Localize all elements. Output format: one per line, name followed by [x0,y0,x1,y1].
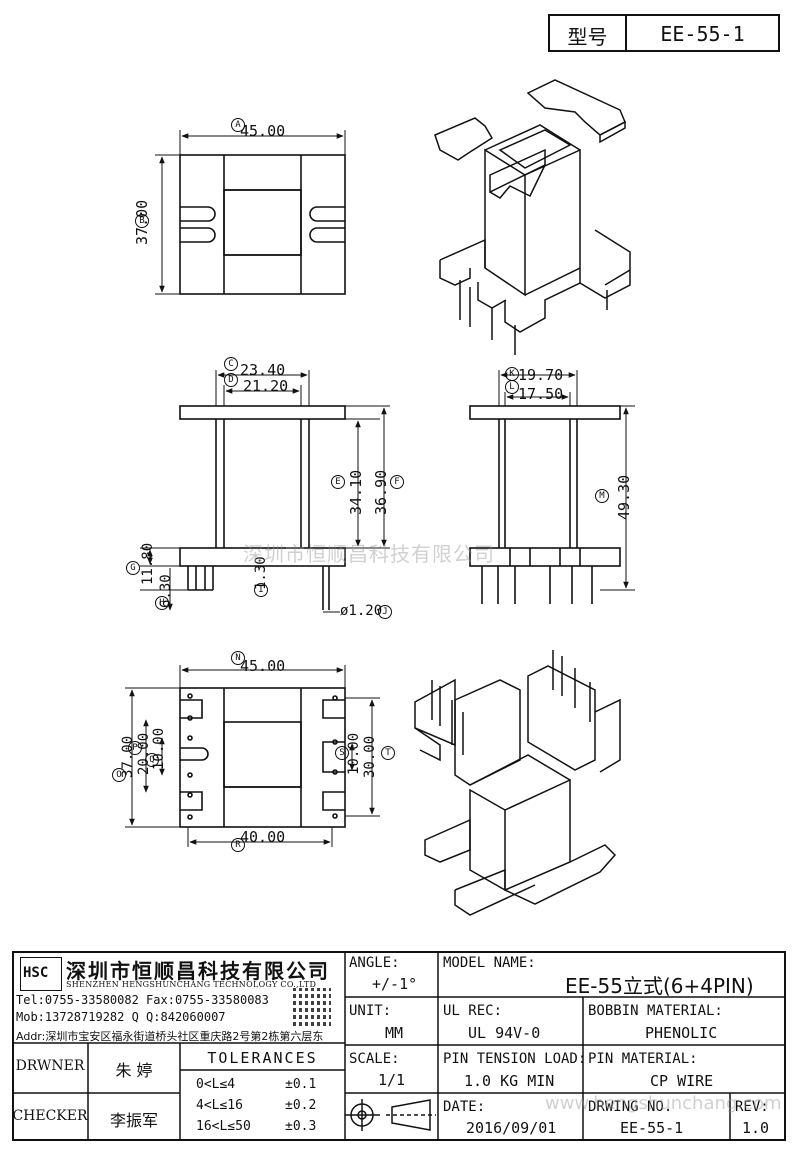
watermark-center: 深圳市恒顺昌科技有限公司 [243,542,495,566]
drawing-no-value: EE-55-1 [620,1119,684,1137]
company-mob: Mob:13728719282 Q Q:842060007 [16,1010,226,1024]
drawing-no-label: DRWING NO. [588,1099,673,1115]
ul-rec-label: UL REC: [443,1003,503,1019]
tolerance-value: ±0.2 [285,1098,317,1113]
dimension-letter-r: R [231,838,245,852]
pin-tension-value: 1.0 KG MIN [464,1072,555,1090]
dimension-letter-e: E [331,475,345,489]
model-name-label: MODEL NAME: [443,955,536,971]
dimension-letter-a: A [231,118,245,132]
model-name-value: EE-55立式(6+4PIN) [565,974,754,998]
qr-code-icon [293,988,331,1026]
drwner-label: DRWNER [15,1058,85,1074]
isometric-view-top [434,79,631,355]
dimension-letter-f: F [390,475,404,489]
pin-material-label: PIN MATERIAL: [588,1051,698,1067]
angle-value: +/-1° [372,975,418,993]
side-view [469,370,635,604]
pin-tension-label: PIN TENSION LOAD: [443,1051,587,1067]
dimension-letter-o: O [112,768,126,782]
bobbin-material-value: PHENOLIC [645,1024,718,1042]
dimension-letter-h: H [155,596,169,610]
tolerance-value: ±0.3 [285,1119,317,1134]
rev-label: REV: [735,1099,769,1115]
angle-label: ANGLE: [349,955,400,971]
checker-name: 李振军 [109,1111,158,1130]
type-label: 型号 [567,25,608,49]
scale-label: SCALE: [349,1051,400,1067]
dimension-letter-c: C [224,357,238,371]
pin-material-value: CP WIRE [650,1072,714,1090]
dim-l-value: 17.50 [518,385,564,403]
unit-value: MM [385,1024,404,1042]
dimension-letter-m: M [595,489,609,503]
top-view [155,130,346,295]
company-addr: Addr:深圳市宝安区福永街道桥头社区重庆路2号第2栋第六层东 [16,1030,324,1043]
dimension-letter-b: B [135,214,149,228]
scale-value: 1/1 [378,1071,406,1089]
dimension-letter-t: T [381,746,395,760]
dim-a-value: 45.00 [240,122,286,140]
drawing-area [125,79,635,916]
dim-r-value: 40.00 [240,828,286,846]
tolerance-value: ±0.1 [285,1077,317,1092]
company-tel: Tel:0755-33580082 Fax:0755-33580083 [16,993,269,1007]
dimension-letter-d: D [224,373,238,387]
dim-j-value: ø1.20 [340,603,383,619]
bobbin-material-label: BOBBIN MATERIAL: [588,1003,723,1019]
checker-label: CHECKER [12,1108,88,1124]
date-value: 2016/09/01 [466,1119,557,1137]
ul-rec-value: UL 94V-0 [468,1024,541,1042]
date-label: DATE: [443,1099,486,1115]
dimension-letter-i: I [254,583,268,597]
watermark-url: www.hengshunchang.com [545,1093,782,1114]
dimension-letter-j: J [378,605,392,619]
dimension-letter-l: L [505,380,519,394]
rev-value: 1.0 [742,1119,770,1137]
unit-label: UNIT: [349,1003,392,1019]
dimension-letter-g: G [126,561,140,575]
dimension-letter-q: Q [145,753,159,767]
dim-c-value: 23.40 [240,361,286,379]
tolerance-range: 16<L≤50 [196,1119,251,1134]
company-name-cn: 深圳市恒顺昌科技有限公司 [66,959,330,983]
tolerance-range: 4<L≤16 [196,1098,243,1113]
dimension-letter-p: P [128,741,142,755]
header-model: EE-55-1 [660,22,745,46]
bottom-view [125,665,380,847]
company-name-en: SHENZHEN HENGSHUNCHANG TECHNOLOGY CO.,LT… [66,980,317,989]
dim-k-value: 19.70 [518,366,564,384]
isometric-view-bottom [414,650,621,916]
dim-d-value: 21.20 [243,377,289,395]
company-logo: HSC [20,957,62,991]
dimension-letter-s: S [335,746,349,760]
tolerance-range: 0<L≤4 [196,1077,236,1092]
drwner-name: 朱 婷 [115,1061,153,1080]
header-box: 型号 EE-55-1 [548,14,780,52]
title-block [12,951,786,1141]
tolerances-label: TOLERANCES [207,1049,318,1067]
dimension-letter-n: N [231,651,245,665]
dim-n-value: 45.00 [240,657,286,675]
